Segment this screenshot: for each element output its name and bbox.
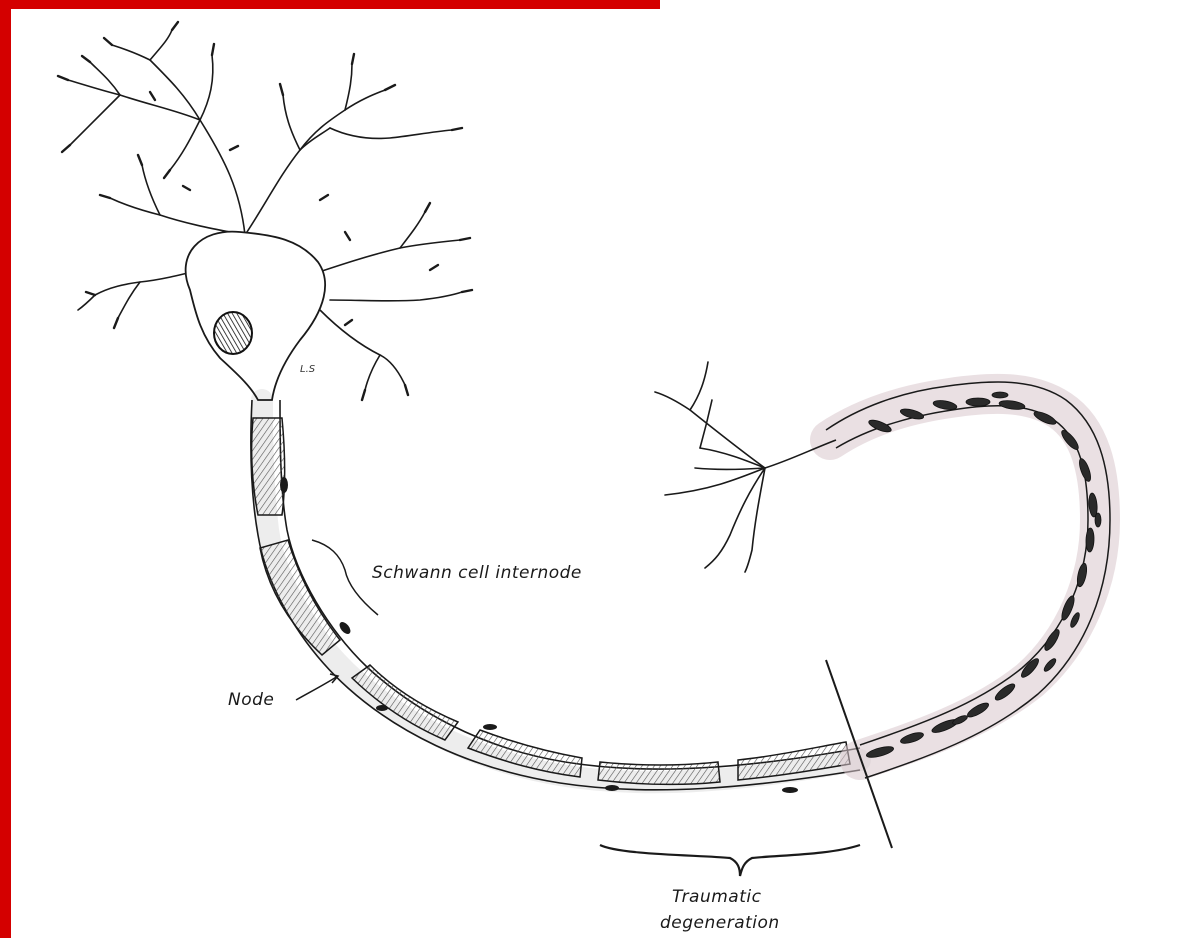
myelin-fragments <box>865 392 1101 759</box>
schwann-nuclei <box>280 477 798 793</box>
node-arrow <box>296 674 338 700</box>
traumatic-brace <box>600 845 860 876</box>
schwann-label: Schwann cell internode <box>372 563 582 583</box>
axon-terminal <box>655 362 765 572</box>
nucleus <box>214 312 252 354</box>
axon-degenerating <box>765 382 1110 778</box>
schwann-leader <box>312 540 378 615</box>
schwann-internode <box>252 418 850 784</box>
node-label: Node <box>228 690 274 710</box>
traumatic-label-line2: degeneration <box>660 913 780 933</box>
axon-intact <box>251 400 860 793</box>
soma-mark-label: L.S <box>300 364 316 375</box>
traumatic-label-line1: Traumatic <box>672 887 762 907</box>
